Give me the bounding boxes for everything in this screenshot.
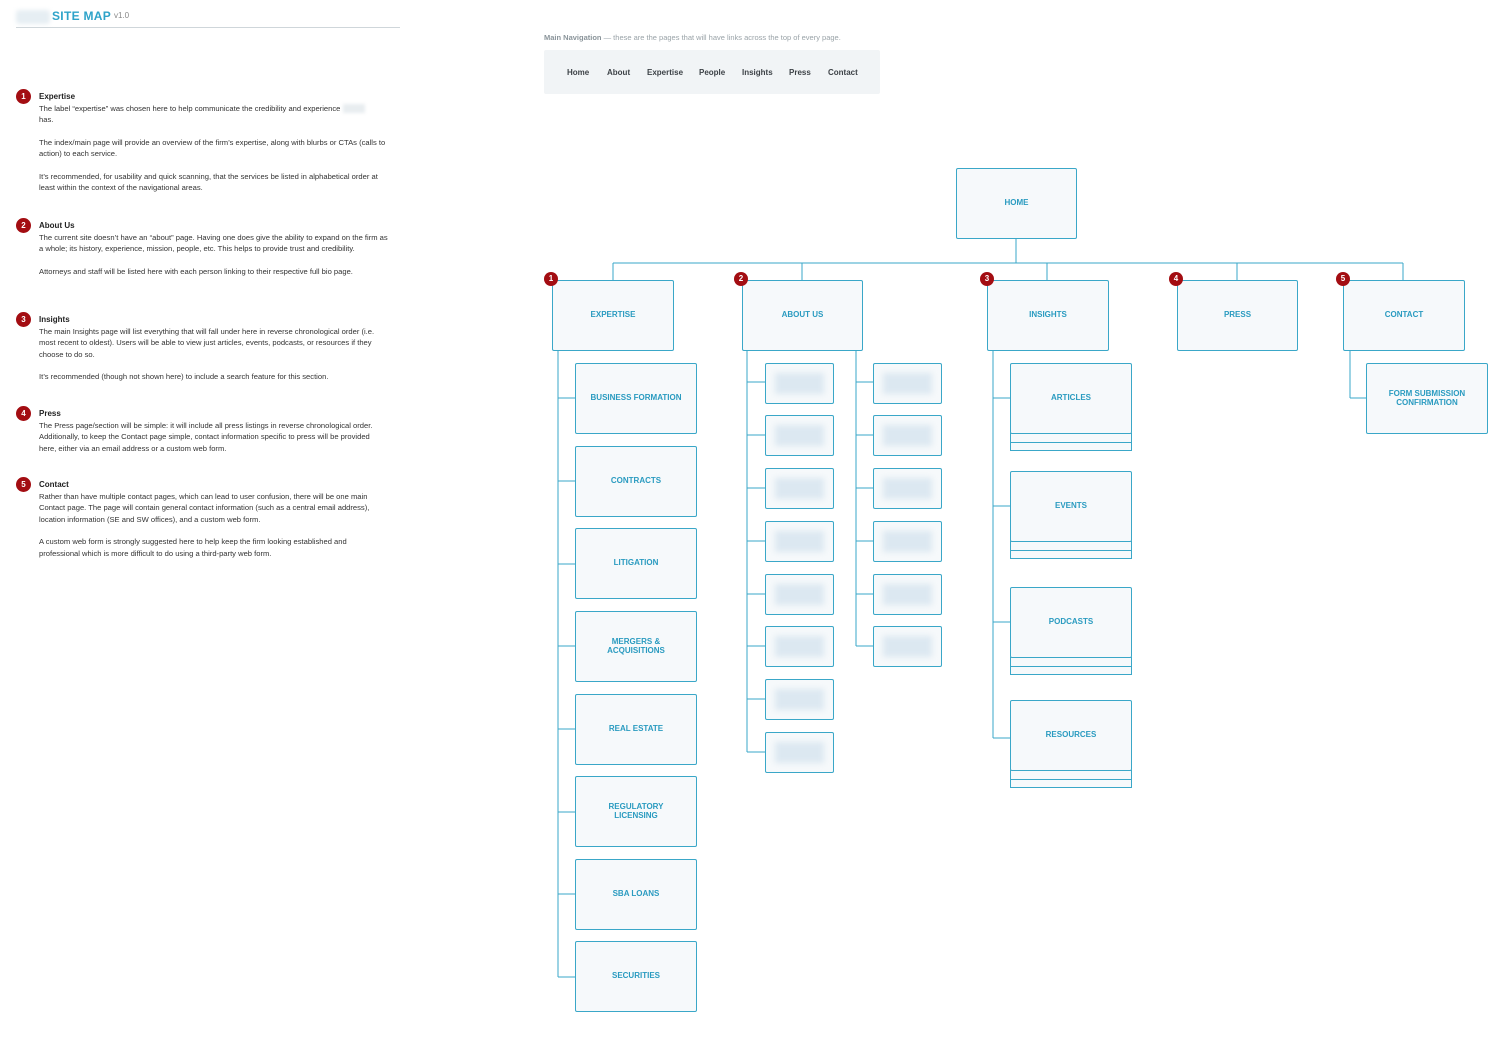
redacted-person-node — [765, 415, 834, 456]
note-heading: Insights — [39, 315, 70, 324]
stacked-page-indicator — [1010, 433, 1132, 443]
redacted-person-node — [873, 521, 942, 562]
node-sba-loans: SBA LOANS — [575, 859, 697, 930]
note-insights: 3 Insights The main Insights page will l… — [16, 312, 388, 394]
note-press: 4 Press The Press page/section will be s… — [16, 406, 388, 465]
section-marker: 3 — [980, 272, 994, 286]
node-articles: ARTICLES — [1010, 363, 1132, 434]
page-title: SITE MAP — [52, 9, 112, 23]
section-marker: 1 — [544, 272, 558, 286]
node-litigation: LITIGATION — [575, 528, 697, 599]
note-marker: 1 — [16, 89, 31, 104]
node-press: PRESS — [1177, 280, 1298, 351]
redacted-person-node — [873, 415, 942, 456]
node-contact: CONTACT — [1343, 280, 1465, 351]
header-divider — [16, 27, 400, 28]
note-paragraph: A custom web form is strongly suggested … — [39, 537, 347, 558]
note-paragraph: has. — [39, 115, 54, 124]
note-expertise: 1 Expertise The label “expertise” was ch… — [16, 89, 388, 205]
note-about-us: 2 About Us The current site doesn’t have… — [16, 218, 388, 288]
note-marker: 3 — [16, 312, 31, 327]
logo-redacted — [16, 10, 50, 24]
note-marker: 4 — [16, 406, 31, 421]
note-marker: 2 — [16, 218, 31, 233]
redacted-person-node — [765, 626, 834, 667]
node-regulatory-licensing: REGULATORY LICENSING — [575, 776, 697, 847]
redacted-person-node — [765, 574, 834, 615]
redacted-person-node — [765, 468, 834, 509]
node-events: EVENTS — [1010, 471, 1132, 542]
section-marker: 4 — [1169, 272, 1183, 286]
node-securities: SECURITIES — [575, 941, 697, 1012]
note-heading: Press — [39, 409, 61, 418]
note-paragraph: It’s recommended (though not shown here)… — [39, 372, 329, 381]
node-insights: INSIGHTS — [987, 280, 1109, 351]
redacted-person-node — [873, 626, 942, 667]
nav-link-home[interactable]: Home — [567, 68, 590, 77]
redacted-person-node — [765, 679, 834, 720]
stacked-page-indicator — [1010, 541, 1132, 551]
nav-caption: Main Navigation — these are the pages th… — [544, 33, 841, 42]
main-navigation-bar — [544, 50, 880, 94]
note-paragraph: The main Insights page will list everyth… — [39, 326, 375, 359]
note-heading: About Us — [39, 221, 75, 230]
nav-link-contact[interactable]: Contact — [828, 68, 858, 77]
node-mergers-acquisitions: MERGERS & ACQUISITIONS — [575, 611, 697, 682]
node-real-estate: REAL ESTATE — [575, 694, 697, 765]
note-paragraph: The index/main page will provide an over… — [39, 137, 386, 159]
nav-link-press[interactable]: Press — [789, 68, 811, 77]
node-expertise: EXPERTISE — [552, 280, 674, 351]
node-home: HOME — [956, 168, 1077, 239]
redacted-text — [342, 104, 365, 113]
redacted-person-node — [765, 732, 834, 773]
redacted-person-node — [765, 521, 834, 562]
redacted-person-node — [873, 363, 942, 404]
node-podcasts: PODCASTS — [1010, 587, 1132, 658]
section-marker: 5 — [1336, 272, 1350, 286]
redacted-person-node — [873, 574, 942, 615]
note-paragraph: The Press page/section will be simple: i… — [39, 420, 373, 453]
note-paragraph: The label “expertise” was chosen here to… — [39, 103, 341, 113]
note-heading: Contact — [39, 480, 69, 489]
note-paragraph: Rather than have multiple contact pages,… — [39, 491, 370, 524]
node-resources: RESOURCES — [1010, 700, 1132, 771]
node-business-formation: BUSINESS FORMATION — [575, 363, 697, 434]
note-paragraph: Attorneys and staff will be listed here … — [39, 266, 353, 276]
note-paragraph: The current site doesn’t have an “about”… — [39, 232, 388, 254]
node-about-us: ABOUT US — [742, 280, 863, 351]
node-contracts: CONTRACTS — [575, 446, 697, 517]
redacted-person-node — [765, 363, 834, 404]
node-form-submission-confirmation: FORM SUBMISSION CONFIRMATION — [1366, 363, 1488, 434]
note-paragraph: It’s recommended, for usability and quic… — [39, 171, 378, 193]
nav-link-insights[interactable]: Insights — [742, 68, 773, 77]
redacted-person-node — [873, 468, 942, 509]
stacked-page-indicator — [1010, 657, 1132, 667]
stacked-page-indicator — [1010, 770, 1132, 780]
note-contact: 5 Contact Rather than have multiple cont… — [16, 477, 388, 570]
nav-caption-title: Main Navigation — [544, 33, 602, 42]
nav-caption-text: — these are the pages that will have lin… — [601, 33, 841, 42]
nav-link-about[interactable]: About — [607, 68, 631, 77]
section-marker: 2 — [734, 272, 748, 286]
nav-link-people[interactable]: People — [699, 68, 726, 77]
nav-link-expertise[interactable]: Expertise — [647, 68, 684, 77]
note-heading: Expertise — [39, 92, 76, 101]
note-marker: 5 — [16, 477, 31, 492]
version-label: v1.0 — [114, 11, 130, 20]
